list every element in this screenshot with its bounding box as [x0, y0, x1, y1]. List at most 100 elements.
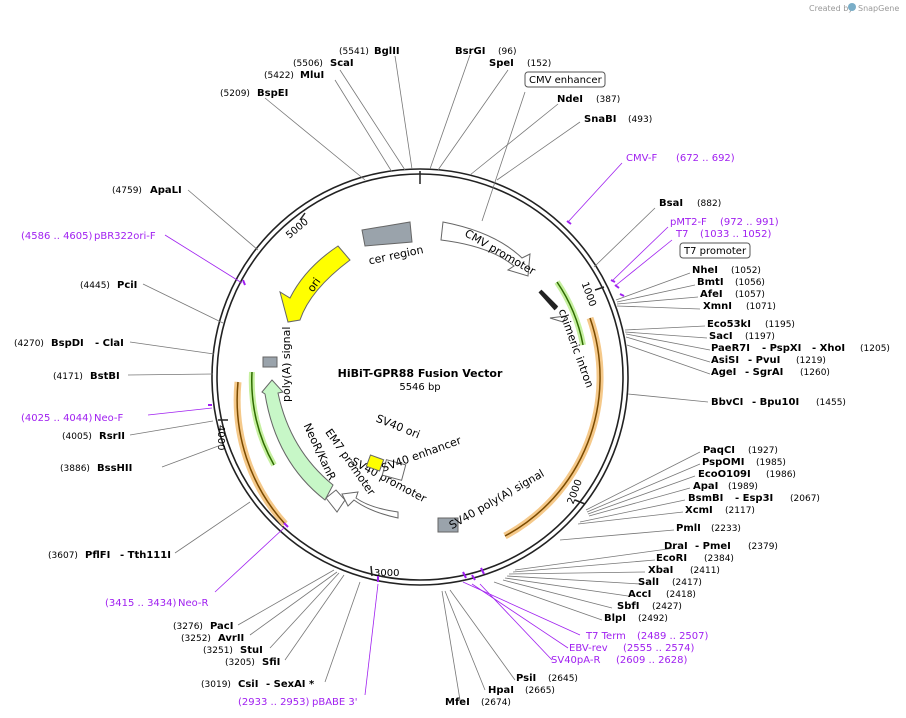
primer-neor[interactable]: (3415 .. 3434)Neo-R: [105, 598, 209, 609]
site-sbfi[interactable]: SbfI(2427): [617, 601, 682, 612]
svg-text:EcoO109I: EcoO109I: [698, 469, 751, 480]
site-bsshii[interactable]: (3886)BssHII: [60, 463, 132, 474]
svg-text:(3205): (3205): [225, 658, 255, 668]
site-stui[interactable]: (3251)StuI: [203, 645, 263, 656]
svg-text:AvrII: AvrII: [218, 633, 244, 644]
site-psii[interactable]: PsiI(2645): [516, 673, 578, 684]
site-hpai[interactable]: HpaI(2665): [488, 685, 555, 696]
site-bstbi[interactable]: (4171)BstBI: [53, 371, 120, 382]
site-bmti[interactable]: BmtI (1056): [697, 277, 765, 288]
feature-ori[interactable]: ori: [279, 245, 351, 323]
svg-text:(1989): (1989): [728, 482, 758, 492]
feature-cmv-promoter[interactable]: CMV promoter: [440, 221, 538, 278]
site-xmni[interactable]: XmnI(1071): [703, 301, 776, 312]
site-eco0109i[interactable]: EcoO109I(1986): [698, 469, 796, 480]
site-bsmbi[interactable]: BsmBI- Esp3I(2067): [688, 493, 820, 504]
primer-cmvf[interactable]: CMV-F(672 .. 692): [626, 153, 735, 164]
svg-text:BbvCI: BbvCI: [711, 397, 743, 408]
site-drai[interactable]: DraI- PmeI(2379): [664, 541, 778, 552]
svg-text:(2674): (2674): [481, 698, 511, 708]
primer-t7[interactable]: T7(1033 .. 1052): [675, 229, 772, 240]
svg-text:RsrII: RsrII: [99, 431, 125, 442]
site-ndei[interactable]: NdeI(387): [557, 94, 620, 105]
site-nhei[interactable]: NheI(1052): [692, 265, 761, 276]
primer-sv40par[interactable]: SV40pA-R(2609 .. 2628): [551, 655, 688, 666]
primer-pbabe3[interactable]: (2933 .. 2953)pBABE 3': [238, 697, 358, 708]
site-mlui[interactable]: (5422)MluI: [264, 70, 324, 81]
site-pflfi[interactable]: (3607)PflFI- Tth111I: [48, 550, 171, 561]
primer-pmt2f[interactable]: pMT2-F(972 .. 991): [670, 217, 779, 228]
svg-text:XcmI: XcmI: [685, 505, 713, 516]
site-pcii[interactable]: (4445)PciI: [80, 280, 137, 291]
site-xbai[interactable]: XbaI(2411): [648, 565, 720, 576]
primer-pbr322[interactable]: (4586 .. 4605)pBR322ori-F: [21, 231, 156, 242]
site-mfei[interactable]: MfeI(2674): [445, 697, 511, 708]
primer-t7term[interactable]: T7 Term(2489 .. 2507): [585, 631, 709, 642]
site-pmli[interactable]: PmlI(2233): [676, 523, 741, 534]
site-snabi[interactable]: SnaBI(493): [584, 114, 652, 125]
t7-promoter-box[interactable]: T7 promoter: [679, 242, 751, 259]
svg-text:BglII: BglII: [374, 46, 400, 57]
site-spei[interactable]: SpeI(152): [489, 58, 551, 69]
svg-text:BsrGI: BsrGI: [455, 46, 485, 57]
site-ecori[interactable]: EcoRI(2384): [656, 553, 734, 564]
feature-sv40-enhancer[interactable]: SV40 enhancer: [380, 434, 464, 481]
primer-ebvrev[interactable]: EBV-rev(2555 .. 2574): [569, 643, 695, 654]
site-paqci[interactable]: PaqCI(1927): [703, 445, 778, 456]
orf-arrows: [233, 280, 604, 540]
site-afei[interactable]: AfeI(1057): [700, 289, 765, 300]
site-apai[interactable]: ApaI(1989): [693, 481, 758, 492]
svg-text:(1056): (1056): [735, 278, 765, 288]
site-bspei[interactable]: (5209)BspEI: [220, 88, 288, 99]
cmv-enhancer-box[interactable]: CMV enhancer: [524, 71, 606, 88]
primer-markers: [208, 220, 625, 582]
site-scai[interactable]: (5506)ScaI: [293, 58, 354, 69]
svg-text:- Tth111I: - Tth111I: [120, 550, 171, 561]
svg-text:(1071): (1071): [746, 302, 776, 312]
svg-text:- PspXI: - PspXI: [762, 343, 801, 354]
site-bsai[interactable]: BsaI(882): [659, 198, 721, 209]
svg-text:(672 .. 692): (672 .. 692): [676, 153, 735, 164]
svg-text:(4005): (4005): [62, 432, 92, 442]
site-paer7i[interactable]: PaeR7I- PspXI- XhoI(1205): [711, 343, 890, 354]
site-acci[interactable]: AccI(2418): [628, 589, 696, 600]
svg-text:(2933 .. 2953): (2933 .. 2953): [238, 697, 310, 708]
tick-3000: 3000: [374, 568, 399, 579]
svg-text:(1455): (1455): [816, 398, 846, 408]
feature-cer-region[interactable]: cer region: [361, 221, 425, 267]
site-pspomi[interactable]: PspOMI(1985): [702, 457, 786, 468]
tick-4000: 4000: [215, 425, 226, 450]
svg-text:(882): (882): [697, 199, 721, 209]
site-rsrii[interactable]: (4005) RsrII: [62, 431, 125, 442]
site-xcmi[interactable]: XcmI(2117): [685, 505, 755, 516]
site-csii[interactable]: (3019)CsiI- SexAI *: [201, 679, 315, 690]
site-sfii[interactable]: (3205)SfiI: [225, 657, 280, 668]
primer-neof[interactable]: (4025 .. 4044)Neo-F: [21, 413, 124, 424]
svg-text:(3607): (3607): [48, 551, 78, 561]
site-bspdi[interactable]: (4270)BspDI- ClaI: [14, 338, 124, 349]
site-blpi[interactable]: BlpI(2492): [604, 613, 668, 624]
feature-cmv-promoter-label: CMV promoter: [462, 227, 538, 278]
svg-text:BmtI: BmtI: [697, 277, 724, 288]
svg-text:(3251): (3251): [203, 646, 233, 656]
svg-text:- Bpu10I: - Bpu10I: [752, 397, 799, 408]
site-bglii[interactable]: (5541)BglII: [339, 46, 400, 57]
site-saci[interactable]: SacI(1197): [709, 331, 775, 342]
map-title: HiBiT-GPR88 Fusion Vector: [338, 367, 503, 380]
site-eco53ki[interactable]: Eco53kI(1195): [707, 319, 795, 330]
site-bbvci[interactable]: BbvCI - Bpu10I (1455): [711, 397, 846, 408]
site-paci[interactable]: (3276)PacI: [173, 621, 233, 632]
site-agei[interactable]: AgeI- SgrAI(1260): [711, 367, 830, 378]
site-asisi[interactable]: AsiSI- PvuI(1219): [711, 355, 826, 366]
svg-text:(2379): (2379): [748, 542, 778, 552]
site-sali[interactable]: SalI(2417): [638, 577, 702, 588]
feature-polya-signal[interactable]: poly(A) signal: [262, 327, 293, 402]
svg-text:NdeI: NdeI: [557, 94, 583, 105]
site-apali[interactable]: (4759)ApaLI: [112, 185, 182, 196]
svg-text:BstBI: BstBI: [90, 371, 120, 382]
site-avrii[interactable]: (3252)AvrII: [181, 633, 244, 644]
site-bsrgi[interactable]: BsrGI(96): [455, 46, 516, 57]
svg-text:DraI: DraI: [664, 541, 688, 552]
feature-sv40-enhancer-label: SV40 enhancer: [380, 434, 464, 475]
